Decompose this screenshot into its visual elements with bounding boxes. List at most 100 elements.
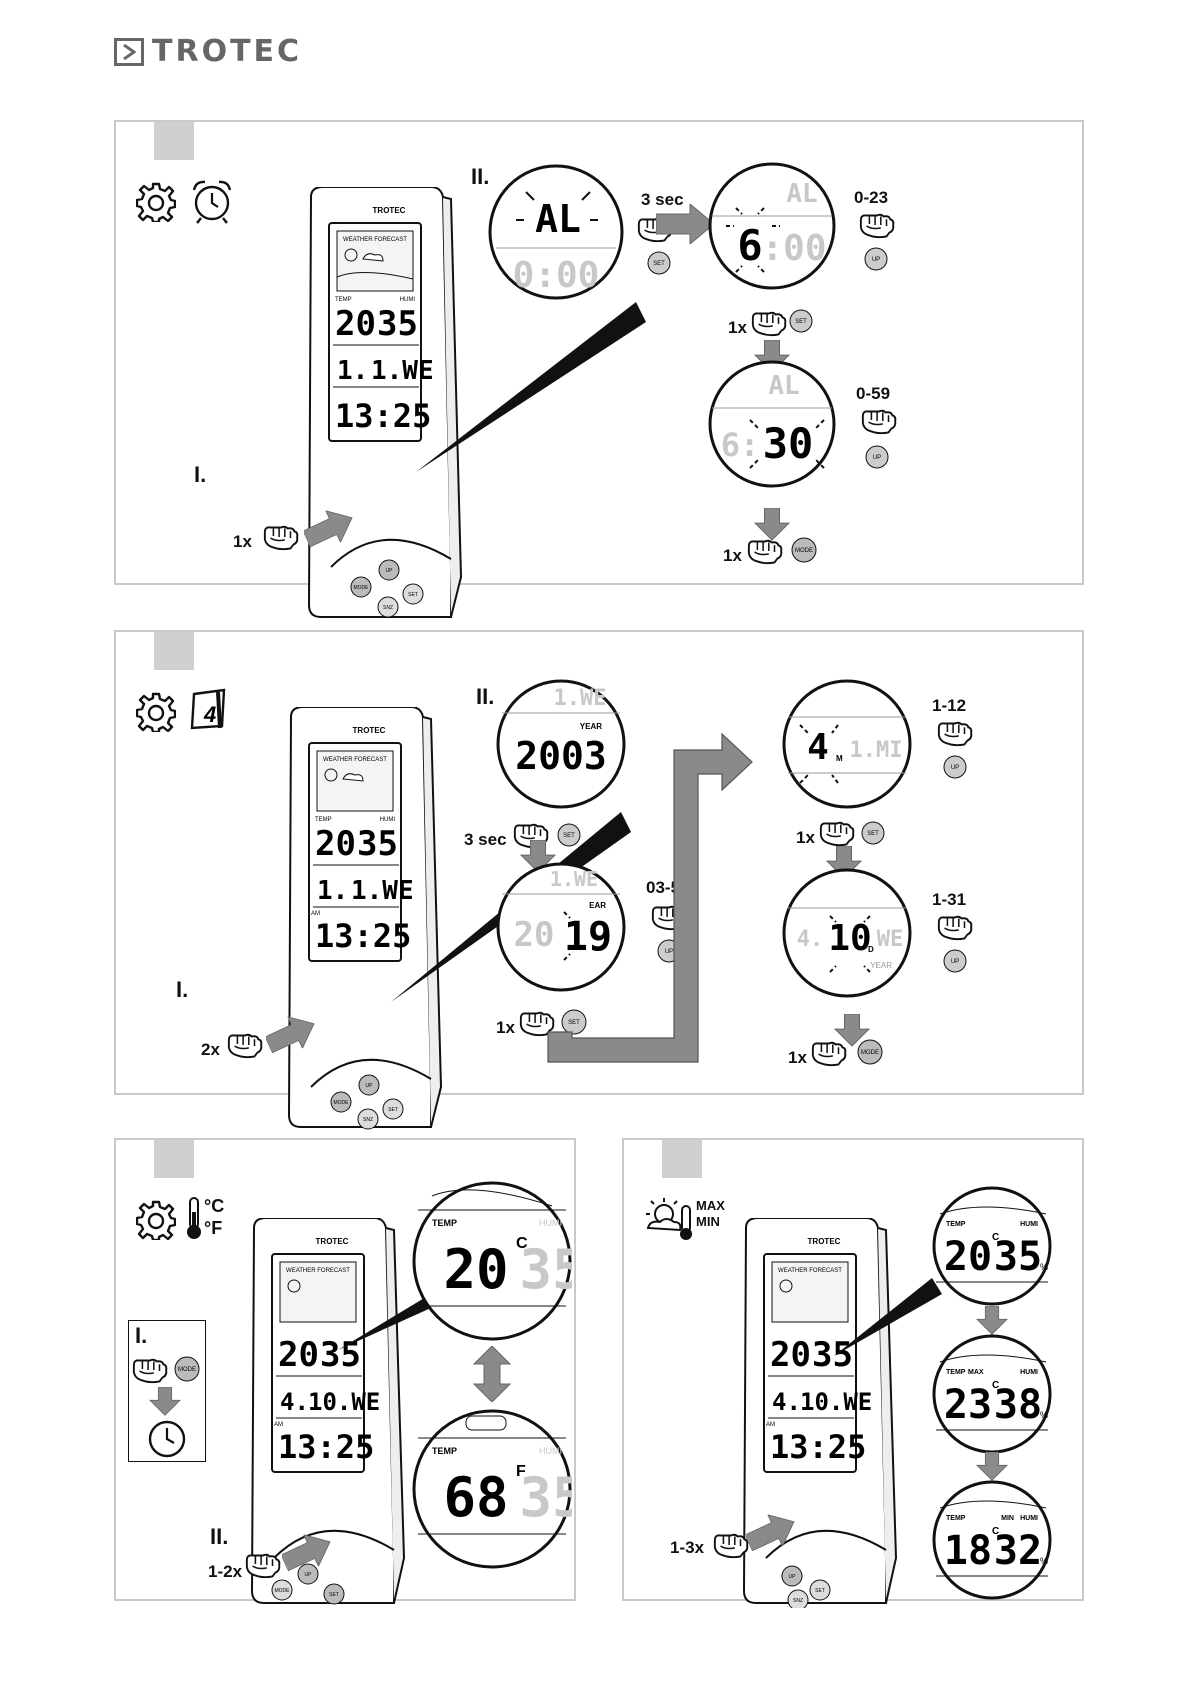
svg-text:UP: UP <box>366 1083 374 1089</box>
press-count: 1x <box>728 318 747 337</box>
panel-max-min: MAX MIN TROTEC WEATHER FORECAST 20 35 4.… <box>622 1138 1084 1608</box>
svg-text:F: F <box>516 1463 526 1480</box>
up-button-icon: UP <box>943 949 967 973</box>
svg-text:HUMI: HUMI <box>1020 1221 1038 1228</box>
gear-icon <box>136 182 176 222</box>
svg-text:TROTEC: TROTEC <box>316 1237 349 1246</box>
day-range: 1-31 <box>932 890 967 909</box>
zoom-year-display: 1.WE YEAR 2003 <box>496 679 626 809</box>
finger-press-icon <box>818 818 856 848</box>
svg-text:SET: SET <box>568 1020 580 1026</box>
zoom-min-reading: TEMP MIN HUMI 18 C 32 % <box>932 1480 1052 1600</box>
weather-station-device: TROTEC WEATHER FORECAST TEMP HUMI 20 35 … <box>287 707 443 1130</box>
step-two-label: II. <box>471 164 490 189</box>
figure-tab <box>662 1140 702 1178</box>
set-button-icon: SET <box>647 251 671 275</box>
right-arrow-icon <box>304 508 356 548</box>
press-count: 1x <box>496 1018 515 1037</box>
svg-text:%: % <box>1040 1410 1048 1420</box>
svg-text:6:: 6: <box>721 426 760 464</box>
svg-text:23: 23 <box>944 1382 992 1428</box>
svg-text:EAR: EAR <box>589 901 606 910</box>
svg-text:C: C <box>992 1380 999 1391</box>
svg-text:MODE: MODE <box>178 1367 196 1373</box>
callout-line <box>834 1278 942 1356</box>
svg-text:SET: SET <box>867 831 879 837</box>
svg-text:6: 6 <box>737 221 762 270</box>
svg-text:HUMI: HUMI <box>1020 1515 1038 1522</box>
svg-text:1.MI: 1.MI <box>850 738 903 763</box>
svg-text:C: C <box>992 1232 999 1243</box>
svg-text:10: 10 <box>828 918 871 959</box>
press-count: 1x <box>796 828 815 847</box>
svg-text:TROTEC: TROTEC <box>353 726 386 735</box>
svg-text:SNZ: SNZ <box>383 605 393 611</box>
svg-text:WEATHER FORECAST: WEATHER FORECAST <box>778 1268 842 1274</box>
svg-text:SET: SET <box>563 833 575 839</box>
svg-text:TEMP: TEMP <box>946 1515 966 1522</box>
clock-icon <box>148 1420 186 1458</box>
svg-text:TEMP: TEMP <box>946 1369 966 1376</box>
svg-text:WE: WE <box>877 927 904 952</box>
svg-text:C: C <box>992 1526 999 1537</box>
svg-text:35: 35 <box>519 1466 572 1529</box>
press-count: 1-3x <box>670 1538 705 1557</box>
svg-text::00: :00 <box>761 228 826 269</box>
finger-press-icon <box>858 210 896 240</box>
thermometer-icon <box>187 1197 201 1239</box>
svg-text:10.WE: 10.WE <box>308 1388 380 1416</box>
svg-text:UP: UP <box>951 959 959 965</box>
svg-text:68: 68 <box>443 1466 508 1529</box>
step-one-label: I. <box>176 977 189 1002</box>
set-button-icon: SET <box>561 1009 587 1035</box>
weather-thermometer-icon <box>646 1198 692 1240</box>
svg-text:1.: 1. <box>337 356 368 386</box>
finger-press-icon <box>750 308 788 338</box>
svg-text:1.WE: 1.WE <box>550 867 598 891</box>
alarm-clock-icon <box>192 180 232 224</box>
press-count: 1-2x <box>208 1562 243 1581</box>
callout-line <box>416 302 646 472</box>
svg-text:SNZ: SNZ <box>793 1598 803 1604</box>
svg-text:MODE: MODE <box>334 1100 350 1106</box>
svg-text:AM: AM <box>766 1422 775 1428</box>
zoom-current-reading: TEMP HUMI 20 C 35 % <box>932 1186 1052 1306</box>
zoom-hour-display: AL 6 :00 <box>708 162 836 290</box>
svg-text:1.: 1. <box>317 876 348 906</box>
svg-text:TEMP: TEMP <box>335 297 352 303</box>
svg-text:MODE: MODE <box>795 548 813 554</box>
svg-text:UP: UP <box>951 765 959 771</box>
hold-duration: 3 sec <box>464 830 507 849</box>
svg-text:4: 4 <box>203 702 216 727</box>
zoom-fahrenheit-display: TEMP HUMI 68 F 35 <box>412 1409 572 1569</box>
svg-text:TEMP: TEMP <box>432 1446 457 1456</box>
svg-text:UP: UP <box>872 257 880 263</box>
finger-press-icon <box>936 912 974 942</box>
finger-press-icon <box>131 1355 169 1385</box>
svg-text:MODE: MODE <box>275 1588 291 1594</box>
finger-press-icon <box>262 522 300 552</box>
svg-text:20: 20 <box>514 915 555 955</box>
finger-press-icon <box>810 1038 848 1068</box>
brand-logo: TROTEC <box>114 34 302 69</box>
svg-text:MODE: MODE <box>354 585 370 591</box>
zoom-month-display: 4 M 1.MI <box>782 679 912 809</box>
max-label: MAX <box>696 1198 725 1213</box>
hour-range: 0-23 <box>854 188 889 207</box>
svg-text:20: 20 <box>443 1238 508 1301</box>
weather-station-device: TROTEC WEATHER FORECAST 20 35 4. 10.WE A… <box>250 1218 406 1605</box>
svg-text:13:25: 13:25 <box>278 1428 374 1466</box>
svg-text:YEAR: YEAR <box>870 961 892 970</box>
up-button-icon: UP <box>943 755 967 779</box>
svg-text:HUMI: HUMI <box>400 297 416 303</box>
press-count: 1x <box>788 1048 807 1067</box>
svg-text:HUMI: HUMI <box>539 1446 562 1456</box>
device-brand: TROTEC <box>373 206 406 215</box>
svg-text:AM: AM <box>274 1422 283 1428</box>
svg-text:19: 19 <box>564 914 612 960</box>
svg-text:UP: UP <box>789 1574 797 1580</box>
svg-text:20: 20 <box>278 1335 319 1375</box>
down-arrow-icon <box>147 1387 183 1417</box>
svg-text:35: 35 <box>812 1335 853 1375</box>
weather-station-device: TROTEC WEATHER FORECAST TEMP HUMI 20 35 … <box>307 187 463 618</box>
